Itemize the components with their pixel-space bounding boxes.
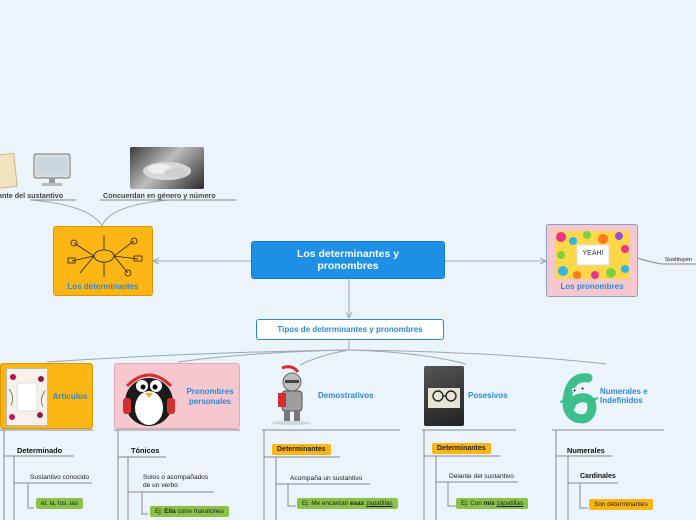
articulos-sub: Determinado: [17, 446, 63, 455]
articulos-tag[interactable]: el, la, los, las: [36, 498, 83, 509]
penguin-icon: [117, 366, 181, 428]
hands-photo: [130, 147, 204, 189]
demostrativos-tag-rest: zapatillas: [365, 500, 393, 507]
personales-tag-rest: corre maratones: [177, 508, 224, 515]
personales-tag-bold: Ella: [164, 508, 176, 515]
yeah-sign-text: YEAH!: [582, 250, 604, 257]
demostrativos-label[interactable]: Demostrativos: [318, 391, 374, 400]
posesivos-sub[interactable]: Determinantes: [432, 443, 491, 454]
articulos-node[interactable]: Artículos: [0, 363, 93, 429]
determinantes-label: Los determinantes: [67, 282, 139, 291]
posesivos-tag-rest: zapatillas: [496, 500, 524, 507]
numerales-sub2: Cardinales: [580, 473, 616, 480]
knight-icon: [266, 364, 316, 426]
pronombres-child-label: Sustituyen: [665, 257, 693, 263]
tipos-label: Tipos de determinantes y pronombres: [277, 325, 423, 334]
personales-node[interactable]: Pronombres personales: [114, 363, 240, 429]
pronombres-node[interactable]: YEAH! Los pronombres: [546, 224, 638, 297]
posesivos-tag-prefix: Ej: Con: [461, 500, 482, 507]
numerales-label[interactable]: Numerales e Indefinidos: [600, 387, 648, 405]
articulos-label: Artículos: [52, 392, 88, 401]
flower-frame-image: [6, 368, 48, 426]
posesivos-tag-bold: mis: [483, 500, 495, 507]
mindmap-sketch-icon: [64, 231, 144, 281]
tipos-node[interactable]: Tipos de determinantes y pronombres: [256, 319, 444, 340]
personales-sub: Tónicos: [131, 446, 160, 455]
glasses-photo: [424, 366, 464, 426]
posesivos-tag[interactable]: Ej: Con mis zapatillas: [456, 498, 529, 509]
root-node[interactable]: Los determinantes y pronombres: [251, 241, 445, 279]
articulos-desc: Sustantivo conocido: [30, 474, 90, 481]
personales-tag-prefix: Ej:: [155, 508, 163, 515]
personales-desc: Solos o acompañados de un verbo: [143, 474, 209, 489]
personales-label: Pronombres personales: [186, 387, 234, 406]
pronombres-label: Los pronombres: [560, 282, 624, 291]
number-six-icon: [558, 372, 599, 424]
numerales-tag[interactable]: Son determinantes: [589, 499, 653, 510]
posesivos-label[interactable]: Posesivos: [468, 391, 508, 400]
top-left-label: ante del sustantivo: [0, 191, 64, 200]
confetti-image: YEAH!: [555, 231, 630, 279]
demostrativos-tag-prefix: Ej: Me encantan: [302, 500, 349, 507]
root-title: Los determinantes y pronombres: [296, 248, 400, 272]
demostrativos-tag[interactable]: Ej: Me encantan esas zapatillas: [297, 498, 398, 509]
numerales-sub: Numerales: [567, 446, 605, 455]
personales-tag[interactable]: Ej: Ella corre maratones: [150, 506, 229, 517]
determinantes-node[interactable]: Los determinantes: [53, 226, 153, 296]
top-right-label: Concuerdan en género y número: [103, 191, 216, 200]
demostrativos-tag-bold: esas: [349, 500, 365, 507]
posesivos-desc: Delante del sustantivo: [449, 473, 514, 480]
demostrativos-desc: Acompaña un sustantivo: [290, 475, 363, 482]
demostrativos-sub[interactable]: Determinantes: [272, 444, 331, 455]
monitor-icon: [30, 152, 74, 188]
